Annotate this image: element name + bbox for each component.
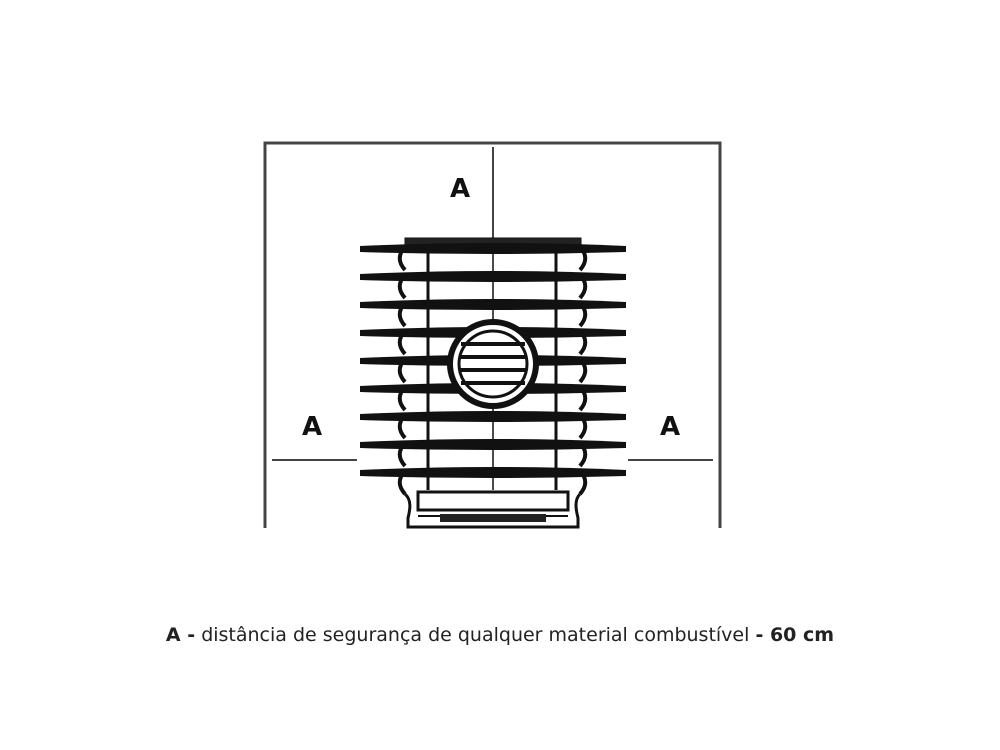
clearance-label-right: A <box>660 412 681 442</box>
clearance-label-left: A <box>302 412 323 442</box>
fin-1 <box>360 243 626 254</box>
stove <box>360 237 626 529</box>
clearance-label-top: A <box>450 174 471 204</box>
fin-9 <box>360 467 626 478</box>
legend-text: distância de segurança de qualquer mater… <box>201 624 750 646</box>
enclosure-walls <box>263 141 722 528</box>
stove-base <box>403 490 582 529</box>
dimension-lines <box>272 147 713 461</box>
legend-value: - 60 cm <box>755 624 835 646</box>
fin-3 <box>360 299 626 310</box>
enclosure-outline <box>263 141 722 528</box>
legend-key: A - <box>165 624 196 646</box>
fin-7 <box>360 411 626 422</box>
stove-round-window <box>447 319 539 409</box>
legend-caption: A - distância de segurança de qualquer m… <box>0 624 1000 646</box>
fin-2 <box>360 271 626 282</box>
left-fin-curves <box>397 244 407 496</box>
fin-8 <box>360 439 626 450</box>
right-fin-curves <box>578 244 588 496</box>
